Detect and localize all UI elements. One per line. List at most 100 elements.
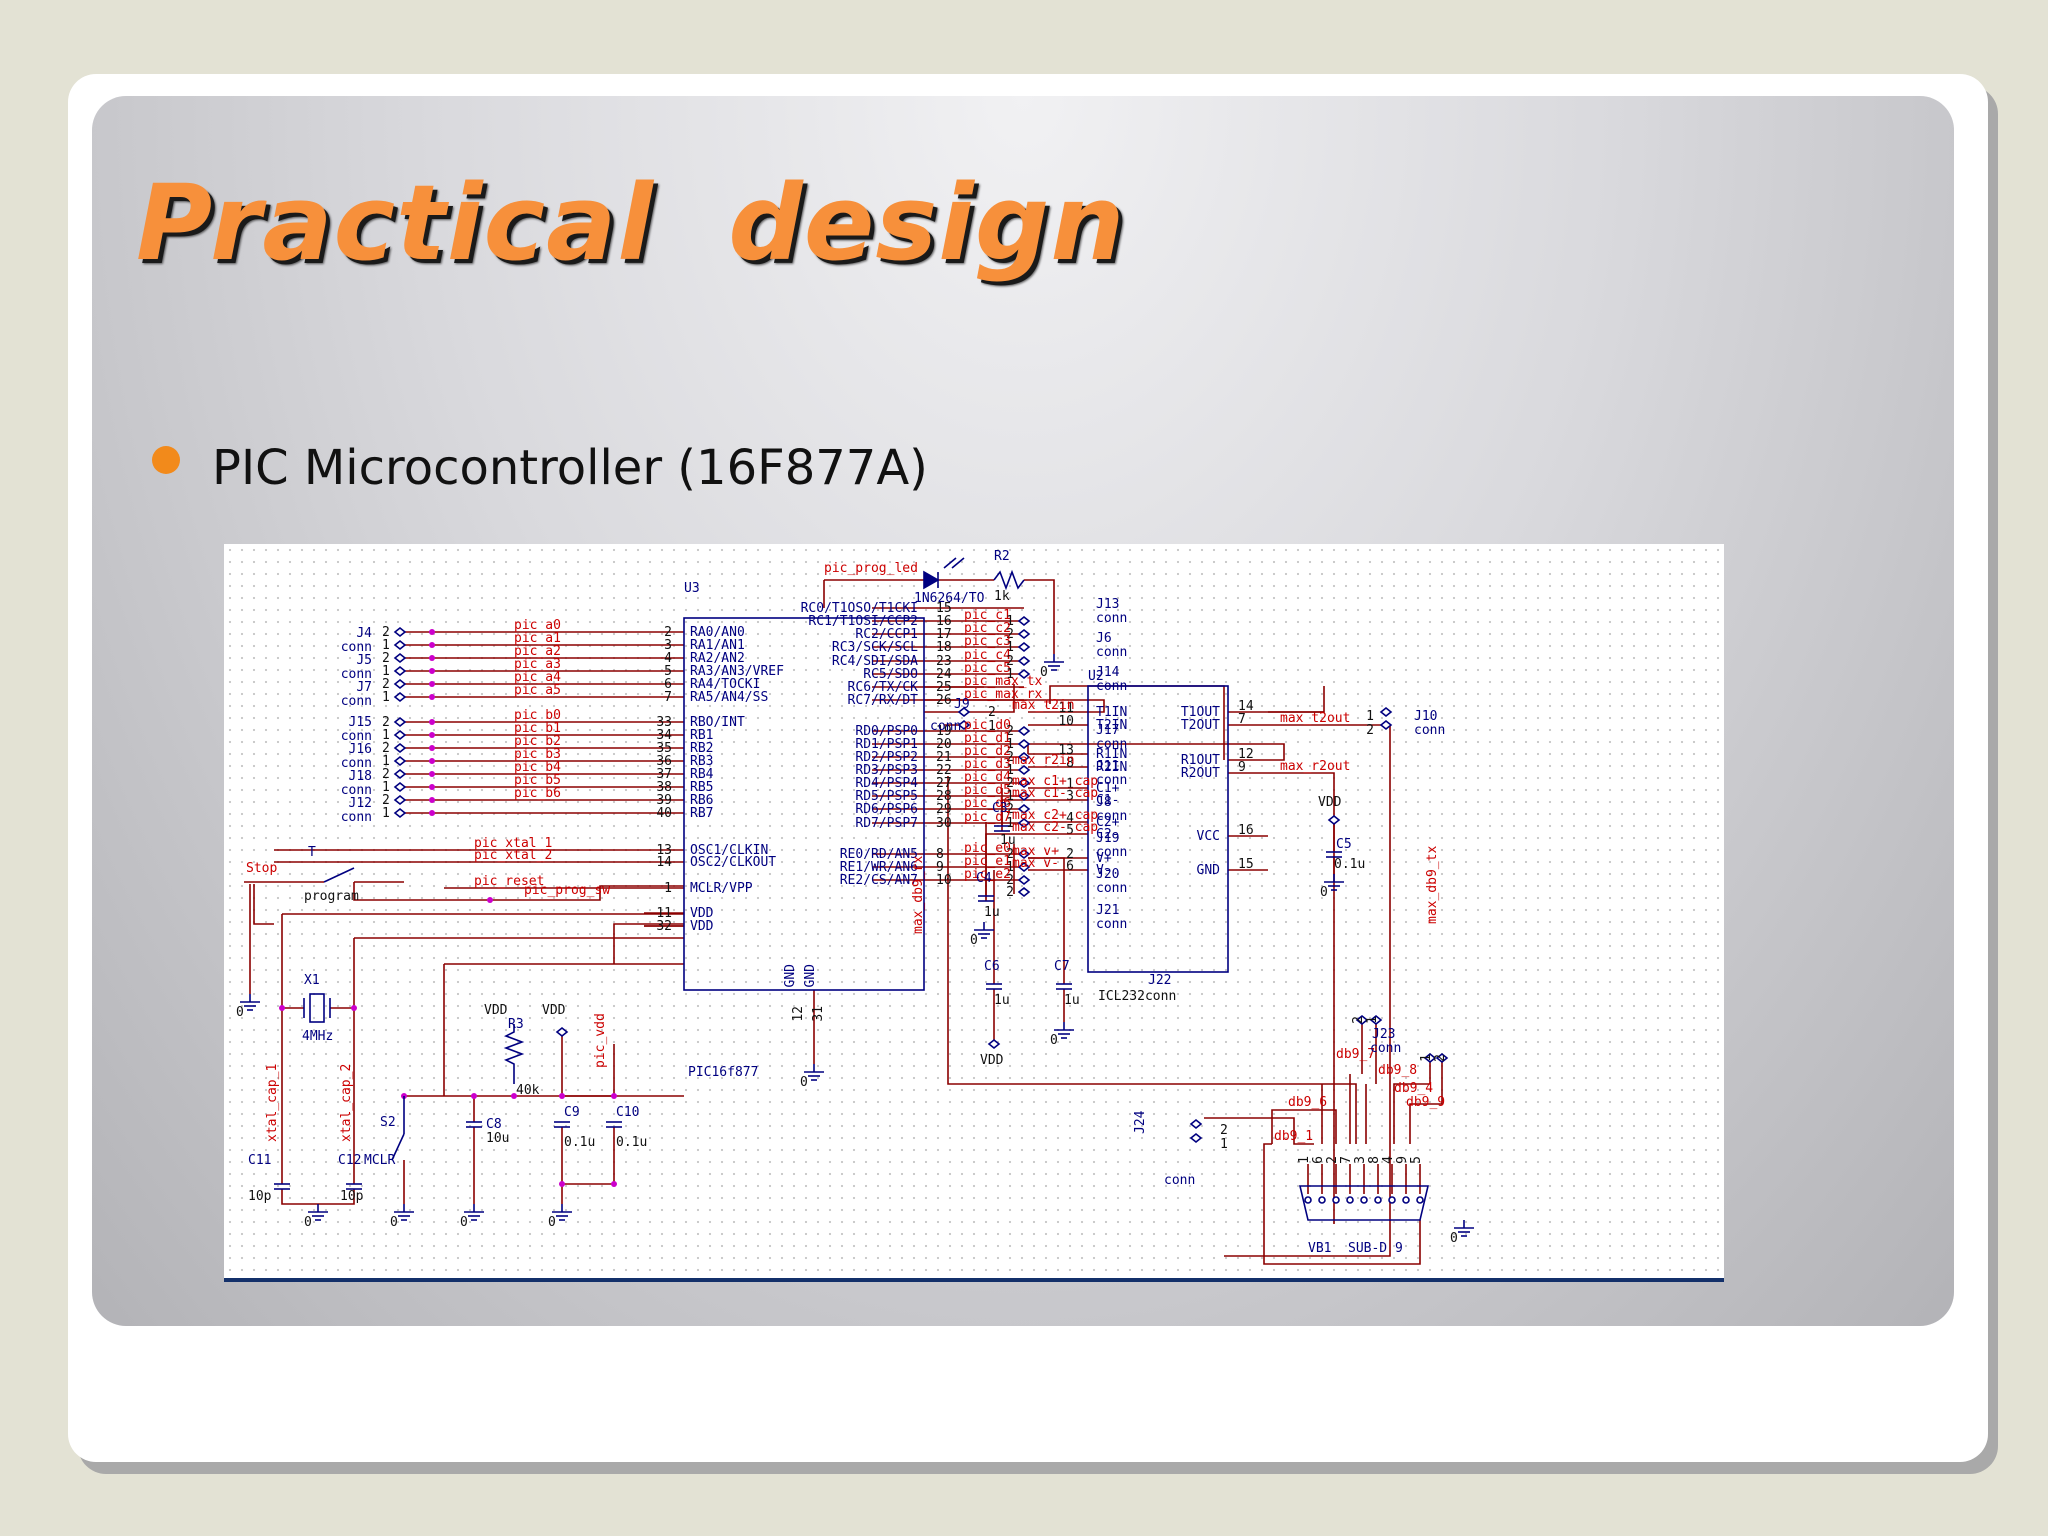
ground-label: 0 bbox=[304, 1215, 312, 1230]
net-label: pic_d4 bbox=[964, 770, 1011, 785]
pic-pin-number: 35 bbox=[656, 741, 672, 756]
net-label: db9_1 bbox=[1274, 1129, 1313, 1144]
pic-pin-name: RB2 bbox=[690, 741, 713, 756]
db9-connector-icon bbox=[1298, 1185, 1430, 1221]
junction-dot bbox=[559, 1093, 565, 1099]
net-label: pic_c3 bbox=[964, 634, 1011, 649]
pic-pin-name: RBO/INT bbox=[690, 715, 745, 730]
pin-number: 1 bbox=[1006, 614, 1014, 629]
c10-value: 0.1u bbox=[616, 1135, 647, 1150]
net-label: pic_c5 bbox=[964, 661, 1011, 676]
ground-label: 0 bbox=[390, 1215, 398, 1230]
icl232-pin-name: R2IN bbox=[1096, 760, 1127, 775]
pic-pin-number: 27 bbox=[936, 776, 952, 791]
junction-dot bbox=[429, 642, 435, 648]
pin-number: 1 bbox=[382, 664, 390, 679]
pic-pin-name: RC2/CCP1 bbox=[855, 627, 918, 642]
program-label: program bbox=[304, 889, 359, 904]
pic-pin-number: 7 bbox=[664, 690, 672, 705]
connector-pin bbox=[1189, 1132, 1203, 1144]
s2-ref: S2 bbox=[380, 1115, 396, 1130]
net-label: pic_d3 bbox=[964, 757, 1011, 772]
wire bbox=[253, 884, 274, 925]
pic-pin-number: 22 bbox=[936, 763, 952, 778]
connector-pin bbox=[393, 781, 407, 793]
connector-sub: conn bbox=[341, 729, 372, 744]
junction-dot bbox=[429, 784, 435, 790]
ground-label: 0 bbox=[460, 1215, 468, 1230]
c8-ref: C8 bbox=[486, 1117, 502, 1132]
connector-pin bbox=[393, 652, 407, 664]
net-label: max_v- bbox=[1012, 856, 1059, 871]
pin-number: 2 bbox=[382, 715, 390, 730]
connector-sub: conn bbox=[1096, 773, 1127, 788]
pic-pin-name: RB3 bbox=[690, 754, 713, 769]
junction-dot bbox=[611, 1181, 617, 1187]
connector-pin bbox=[1017, 848, 1031, 860]
connector-ref: J16 bbox=[349, 742, 372, 757]
connector-sub: conn bbox=[1096, 917, 1127, 932]
net-label: pic_a0 bbox=[514, 618, 561, 633]
net-label: pic_e2 bbox=[964, 867, 1011, 882]
connector-pin bbox=[393, 755, 407, 767]
pic-pin-number: 34 bbox=[656, 728, 672, 743]
db9-pin-number: 8 bbox=[1367, 1156, 1382, 1164]
ground-label: 0 bbox=[1450, 1231, 1458, 1246]
led-icon bbox=[923, 570, 940, 590]
junction-dot bbox=[429, 681, 435, 687]
net-label: pic_b6 bbox=[514, 786, 561, 801]
pin-number: 2 bbox=[382, 767, 390, 782]
net-label: pic_c2 bbox=[964, 621, 1011, 636]
switch-icon bbox=[323, 867, 355, 883]
net-label: pic_a1 bbox=[514, 631, 561, 646]
pic-pin-name: RD2/PSP2 bbox=[855, 750, 918, 765]
connector-sub: conn bbox=[341, 694, 372, 709]
junction-dot bbox=[429, 732, 435, 738]
net-label: pic_d2 bbox=[964, 744, 1011, 759]
pic-pin-number: 23 bbox=[936, 654, 952, 669]
wire bbox=[1271, 1109, 1337, 1144]
pic-pin-number: 28 bbox=[936, 789, 952, 804]
connector-ref: J11 bbox=[1096, 759, 1119, 774]
pin-number: 1 bbox=[1006, 667, 1014, 682]
connector-sub: conn bbox=[1096, 737, 1127, 752]
pin-number: 2 bbox=[1006, 776, 1014, 791]
net-label: pic_b1 bbox=[514, 721, 561, 736]
connector-pin bbox=[1379, 719, 1393, 731]
junction-dot bbox=[429, 745, 435, 751]
connector-sub: conn bbox=[341, 810, 372, 825]
c3-ref: C3 bbox=[992, 801, 1008, 816]
icl232-pin-number: 3 bbox=[1066, 789, 1074, 804]
net-label: pic_b0 bbox=[514, 708, 561, 723]
j9-ref: J9 bbox=[954, 697, 970, 712]
icl232-pin-number: 13 bbox=[1058, 743, 1074, 758]
icl232-chip bbox=[1087, 685, 1229, 973]
ground-label: 0 bbox=[1040, 665, 1048, 680]
connector-pin bbox=[1017, 790, 1031, 802]
pic-pin-name: RC4/SDI/SDA bbox=[832, 654, 918, 669]
connector-pin bbox=[393, 794, 407, 806]
pic-pin-name: RA2/AN2 bbox=[690, 651, 745, 666]
pic-pin-name: VDD bbox=[690, 906, 714, 921]
net-label: db9_6 bbox=[1288, 1095, 1327, 1110]
net-label: pic_b5 bbox=[514, 773, 561, 788]
icl232-pin-name: C1+ bbox=[1096, 781, 1120, 796]
net-label: db9_4 bbox=[1394, 1081, 1433, 1096]
pic-pin-name: OSC1/CLKIN bbox=[690, 843, 768, 858]
c7-value: 1u bbox=[1064, 993, 1080, 1008]
net-label: db9_7 bbox=[1336, 1047, 1375, 1062]
connector-sub: conn bbox=[341, 783, 372, 798]
wire bbox=[985, 833, 1028, 901]
j23-conn: conn bbox=[1370, 1041, 1401, 1056]
pic-pin-number: 21 bbox=[936, 750, 952, 765]
ground-label: 0 bbox=[236, 1005, 244, 1020]
pic-pin-number: 9 bbox=[936, 860, 944, 875]
connector-pin bbox=[1017, 886, 1031, 898]
connector-ref: J4 bbox=[356, 626, 372, 641]
ground-label: 0 bbox=[1320, 885, 1328, 900]
pic-pin-number: 36 bbox=[656, 754, 672, 769]
connector-ref: J19 bbox=[1096, 831, 1119, 846]
net-label: pic_a3 bbox=[514, 657, 561, 672]
connector-ref: J14 bbox=[1096, 665, 1120, 680]
vdd-label: VDD bbox=[980, 1053, 1004, 1068]
